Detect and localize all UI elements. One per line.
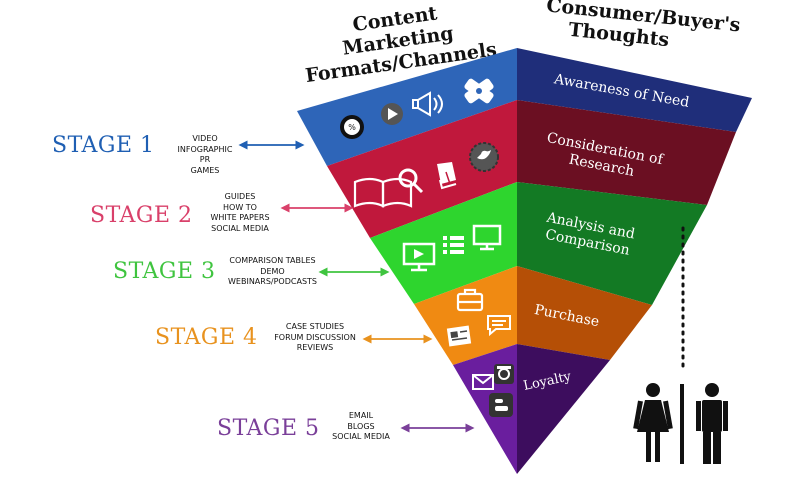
stage-1-thought-band (517, 48, 752, 132)
list-item: VIDEO (192, 134, 218, 143)
stage-4-thought-band (517, 266, 652, 360)
stage-2-channel-list: GUIDES HOW TO WHITE PAPERS SOCIAL MEDIA (195, 192, 285, 234)
megaphone-icon (412, 91, 443, 117)
briefcase-icon (456, 288, 484, 312)
stage-4-channels-band (414, 266, 517, 365)
stage-5-thought-band (517, 344, 610, 474)
list-item: SOCIAL MEDIA (332, 432, 390, 441)
list-item: BLOGS (347, 421, 375, 431)
list-item: HOW TO (223, 202, 257, 212)
list-item: GAMES (190, 165, 220, 175)
list-item: DEMO (260, 266, 285, 276)
list-item: GUIDES (224, 192, 256, 201)
monitor-icon (472, 224, 502, 251)
list-item: WHITE PAPERS (210, 213, 270, 222)
list-icon (443, 236, 464, 254)
list-item: WEBINARS/PODCASTS (228, 277, 317, 286)
percent-badge-icon: % (340, 115, 364, 139)
document-icon (437, 162, 457, 190)
magnifier-icon (398, 168, 424, 194)
list-item: SOCIAL MEDIA (211, 223, 269, 233)
chat-bubble-icon (487, 315, 511, 337)
stage-1-label: STAGE 1 (52, 133, 155, 158)
twitter-badge-icon (469, 142, 499, 172)
stage-2-label: STAGE 2 (90, 203, 193, 228)
stage-5-channel-list: EMAIL BLOGS SOCIAL MEDIA (322, 411, 400, 443)
puzzle-game-icon (464, 78, 494, 104)
list-item: REVIEWS (296, 343, 334, 352)
video-monitor-icon (402, 242, 436, 272)
list-item: CASE STUDIES (285, 322, 345, 331)
envelope-icon (472, 374, 494, 390)
stage-3-label: STAGE 3 (113, 259, 216, 284)
list-item: EMAIL (348, 411, 374, 420)
instagram-icon (494, 364, 514, 384)
play-button-icon (381, 103, 403, 125)
stage-2-thought-band (517, 100, 736, 205)
stage-4-channel-list: CASE STUDIES FORUM DISCUSSION REVIEWS (265, 322, 365, 354)
stage-3-channel-list: COMPARISON TABLES DEMO WEBINARS/PODCASTS (220, 256, 325, 288)
stage-3-thought-band (517, 182, 707, 305)
stage-4-label: STAGE 4 (155, 325, 258, 350)
woman-figure-icon (633, 383, 673, 462)
list-item: PR (199, 155, 211, 164)
list-item: FORUM DISCUSSION (274, 332, 356, 342)
list-item: INFOGRAPHIC (177, 144, 233, 154)
man-figure-icon (696, 383, 728, 464)
list-item: COMPARISON TABLES (229, 256, 316, 265)
stage-5-label: STAGE 5 (217, 416, 320, 441)
open-book-icon (353, 177, 413, 208)
stage-1-channel-list: VIDEO INFOGRAPHIC PR GAMES (165, 134, 245, 176)
restroom-divider-bar (680, 384, 684, 464)
svg-text:%: % (348, 123, 356, 132)
blogger-icon (489, 393, 513, 417)
news-document-icon (446, 325, 472, 347)
